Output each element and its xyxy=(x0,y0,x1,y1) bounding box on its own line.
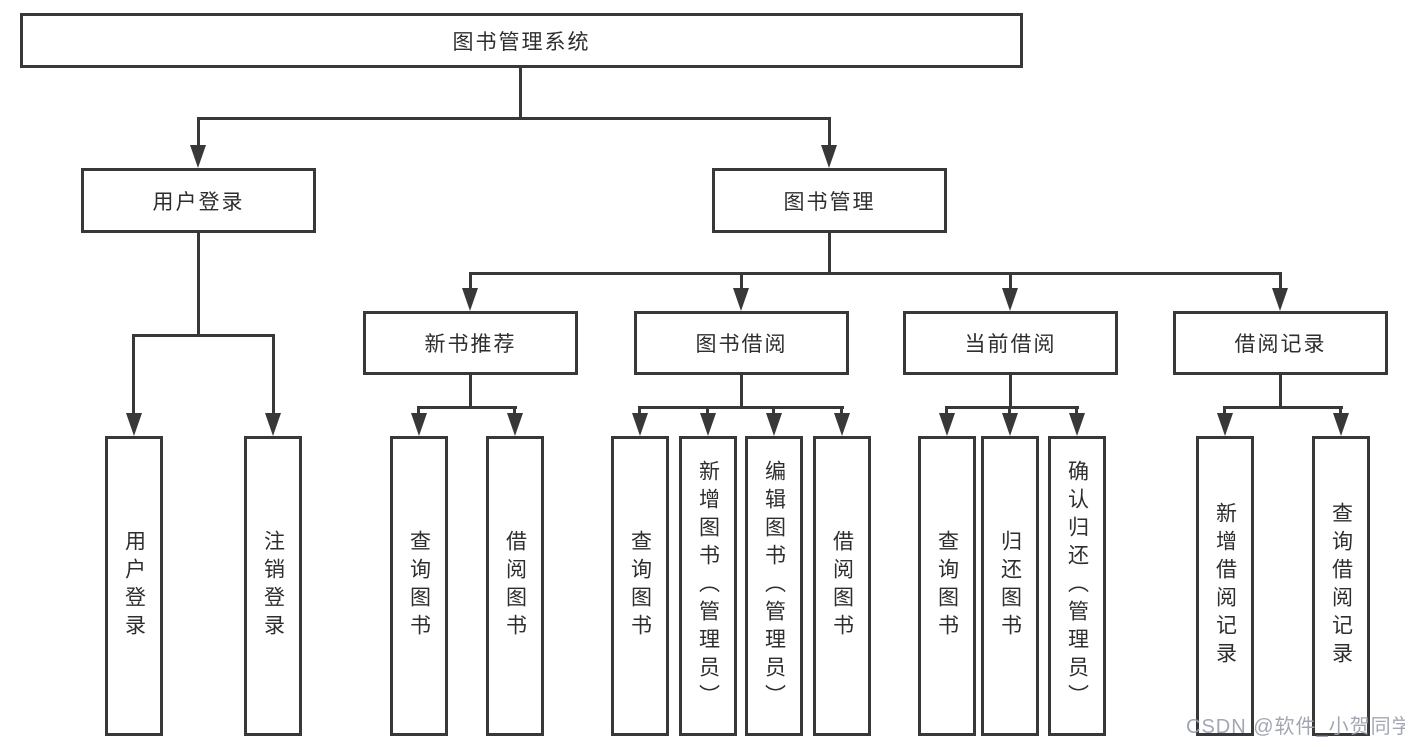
arrow-head-bb-add xyxy=(700,413,716,436)
leaf-rec-borrow-book-label: 借阅图书 xyxy=(503,530,527,642)
leaf-br-add-record: 新增借阅记录 xyxy=(1196,436,1254,736)
leaf-rec-query-book-label: 查询图书 xyxy=(407,530,431,642)
leaf-bb-edit-book-label: 编辑图书（管理员） xyxy=(762,460,786,712)
leaf-bb-add-book-label: 新增图书（管理员） xyxy=(696,460,720,712)
leaf-bb-add-book: 新增图书（管理员） xyxy=(679,436,737,736)
connector-drop-leaf-logout xyxy=(272,334,275,415)
leaf-rec-borrow-book: 借阅图书 xyxy=(486,436,544,736)
connector-drop-rec-borrow xyxy=(513,406,516,416)
arrow-head-br-add xyxy=(1217,413,1233,436)
leaf-bb-query-book: 查询图书 xyxy=(611,436,669,736)
node-root-label: 图书管理系统 xyxy=(452,30,591,54)
arrow-head-new-book-rec xyxy=(462,288,478,311)
node-root: 图书管理系统 xyxy=(20,13,1023,68)
connector-root-stem xyxy=(519,68,522,120)
node-current-borrow: 当前借阅 xyxy=(903,311,1118,375)
connector-drop-user-login xyxy=(197,117,200,148)
connector-rec-hbar xyxy=(417,406,517,409)
connector-cb-stem xyxy=(1009,375,1012,408)
connector-drop-cb-return xyxy=(1008,406,1011,416)
node-current-borrow-label: 当前借阅 xyxy=(964,333,1057,356)
arrow-head-current-borrow xyxy=(1002,288,1018,311)
leaf-user-login: 用户登录 xyxy=(105,436,163,736)
leaf-br-query-record: 查询借阅记录 xyxy=(1312,436,1370,736)
node-book-mgmt-label: 图书管理 xyxy=(783,190,876,214)
connector-cb-hbar xyxy=(945,406,1079,409)
arrow-head-leaf-logout xyxy=(265,413,281,436)
connector-drop-bb-query xyxy=(638,406,641,416)
leaf-cb-confirm-return: 确认归还（管理员） xyxy=(1048,436,1106,736)
arrow-head-bb-query xyxy=(632,413,648,436)
connector-br-hbar xyxy=(1223,406,1343,409)
leaf-cb-return-book: 归还图书 xyxy=(981,436,1039,736)
csdn-watermark: CSDN @软件_小贺同学 xyxy=(1186,716,1405,738)
leaf-logout: 注销登录 xyxy=(244,436,302,736)
node-book-mgmt: 图书管理 xyxy=(712,168,947,233)
node-new-book-rec-label: 新书推荐 xyxy=(424,333,517,356)
leaf-br-query-record-label: 查询借阅记录 xyxy=(1329,502,1353,670)
arrow-head-cb-confirm xyxy=(1069,413,1085,436)
connector-user-hbar xyxy=(132,334,275,337)
connector-bb-stem xyxy=(740,375,743,408)
connector-drop-br-add xyxy=(1223,406,1226,416)
leaf-cb-query-book-label: 查询图书 xyxy=(935,530,959,642)
leaf-bb-query-book-label: 查询图书 xyxy=(628,530,652,642)
connector-mgmt-hbar xyxy=(469,272,1282,275)
connector-drop-book-borrow xyxy=(740,272,743,291)
arrow-head-book-mgmt xyxy=(821,145,837,168)
leaf-user-login-label: 用户登录 xyxy=(122,530,146,642)
connector-drop-rec-query xyxy=(417,406,420,416)
arrow-head-user-login xyxy=(190,145,206,168)
node-user-login-label: 用户登录 xyxy=(152,190,245,214)
node-book-borrow-label: 图书借阅 xyxy=(695,333,788,356)
connector-drop-cb-query xyxy=(945,406,948,416)
connector-root-hbar xyxy=(197,117,831,120)
connector-mgmt-stem xyxy=(828,233,831,274)
connector-drop-new-book-rec xyxy=(469,272,472,291)
connector-drop-cb-confirm xyxy=(1075,406,1078,416)
leaf-bb-borrow-book-label: 借阅图书 xyxy=(830,530,854,642)
connector-drop-borrow-record xyxy=(1279,272,1282,291)
leaf-rec-query-book: 查询图书 xyxy=(390,436,448,736)
leaf-br-add-record-label: 新增借阅记录 xyxy=(1213,502,1237,670)
arrow-head-bb-edit xyxy=(766,413,782,436)
connector-rec-stem xyxy=(469,375,472,408)
connector-drop-current-borrow xyxy=(1009,272,1012,291)
node-new-book-rec: 新书推荐 xyxy=(363,311,578,375)
leaf-cb-query-book: 查询图书 xyxy=(918,436,976,736)
leaf-bb-edit-book: 编辑图书（管理员） xyxy=(745,436,803,736)
connector-bb-hbar xyxy=(638,406,844,409)
arrow-head-cb-return xyxy=(1002,413,1018,436)
arrow-head-br-query xyxy=(1333,413,1349,436)
arrow-head-cb-query xyxy=(939,413,955,436)
node-book-borrow: 图书借阅 xyxy=(634,311,849,375)
connector-drop-br-query xyxy=(1339,406,1342,416)
arrow-head-book-borrow xyxy=(733,288,749,311)
arrow-head-leaf-user-login xyxy=(126,413,142,436)
arrow-head-rec-query xyxy=(411,413,427,436)
connector-br-stem xyxy=(1279,375,1282,408)
node-borrow-record-label: 借阅记录 xyxy=(1234,333,1327,356)
node-borrow-record: 借阅记录 xyxy=(1173,311,1388,375)
leaf-bb-borrow-book: 借阅图书 xyxy=(813,436,871,736)
connector-drop-bb-edit xyxy=(772,406,775,416)
connector-drop-bb-borrow xyxy=(840,406,843,416)
arrow-head-bb-borrow xyxy=(834,413,850,436)
connector-drop-book-mgmt xyxy=(828,117,831,148)
connector-drop-bb-add xyxy=(706,406,709,416)
connector-drop-leaf-user-login xyxy=(132,334,135,415)
leaf-cb-confirm-return-label: 确认归还（管理员） xyxy=(1065,460,1089,712)
leaf-cb-return-book-label: 归还图书 xyxy=(998,530,1022,642)
arrow-head-borrow-record xyxy=(1272,288,1288,311)
arrow-head-rec-borrow xyxy=(507,413,523,436)
node-user-login: 用户登录 xyxy=(81,168,316,233)
leaf-logout-label: 注销登录 xyxy=(261,530,285,642)
connector-user-stem xyxy=(197,233,200,336)
